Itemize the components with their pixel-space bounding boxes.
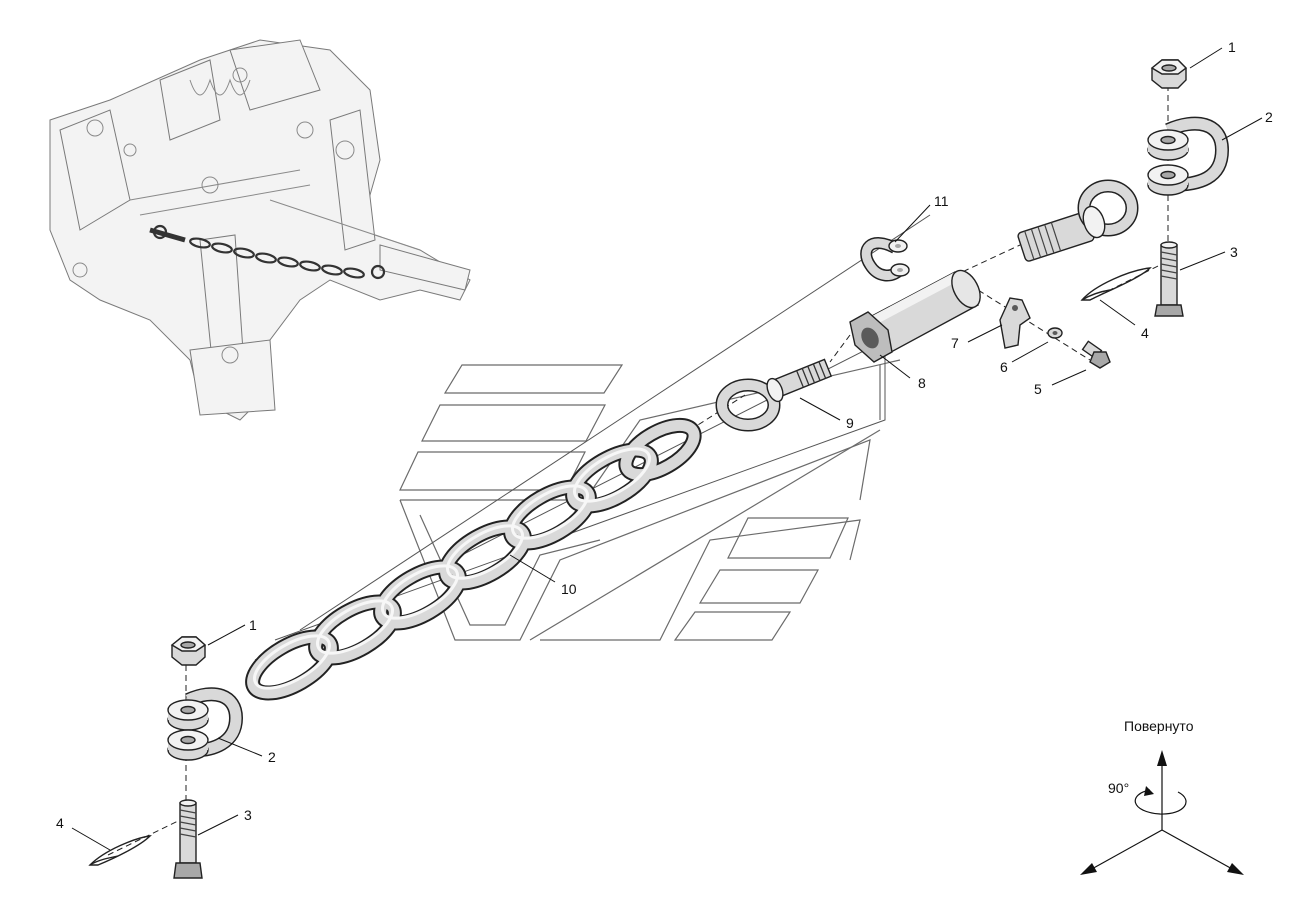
small-bolt [1081,340,1111,369]
callout-10: 10 [561,581,577,597]
callout-1-top: 1 [1228,39,1236,55]
leader-lines [71,47,1263,851]
callout-4-top: 4 [1141,325,1149,341]
shackle-bottom [167,687,244,761]
rotate-90-icon: Повернуто 90° [1080,718,1244,875]
bolt-top [1154,241,1184,317]
chain [245,417,702,701]
callout-2-top: 2 [1265,109,1273,125]
lock-washer [1047,327,1063,339]
callout-6: 6 [1000,359,1008,375]
hex-nut-top [1150,59,1188,89]
callout-labels: 1 2 3 4 5 6 7 8 9 10 11 1 2 3 4 [56,39,1273,831]
callout-2-bottom: 2 [268,749,276,765]
shackle-small [860,237,910,282]
callout-5: 5 [1034,381,1042,397]
turnbuckle-body [849,269,981,363]
eye-bolt-middle [715,358,833,432]
rotation-angle: 90° [1108,780,1129,796]
callout-11: 11 [934,193,949,209]
lock-plate [999,297,1031,349]
hairpin-pin-top [1080,267,1152,301]
callout-3-top: 3 [1230,244,1238,260]
callout-1-bottom: 1 [249,617,257,633]
callout-7: 7 [951,335,959,351]
hairpin-pin-bottom [88,835,152,866]
callout-9: 9 [846,415,854,431]
three-point-hitch-overview-icon [49,39,471,421]
callout-3-bottom: 3 [244,807,252,823]
rotation-caption: Повернуто [1124,718,1194,734]
bolt-bottom [173,799,203,879]
eye-bolt-top [1017,179,1139,262]
callout-4-bottom: 4 [56,815,64,831]
brand-watermark-icon [399,359,901,641]
shackle-top [1147,116,1230,196]
hex-nut-bottom [170,636,207,666]
callout-8: 8 [918,375,926,391]
